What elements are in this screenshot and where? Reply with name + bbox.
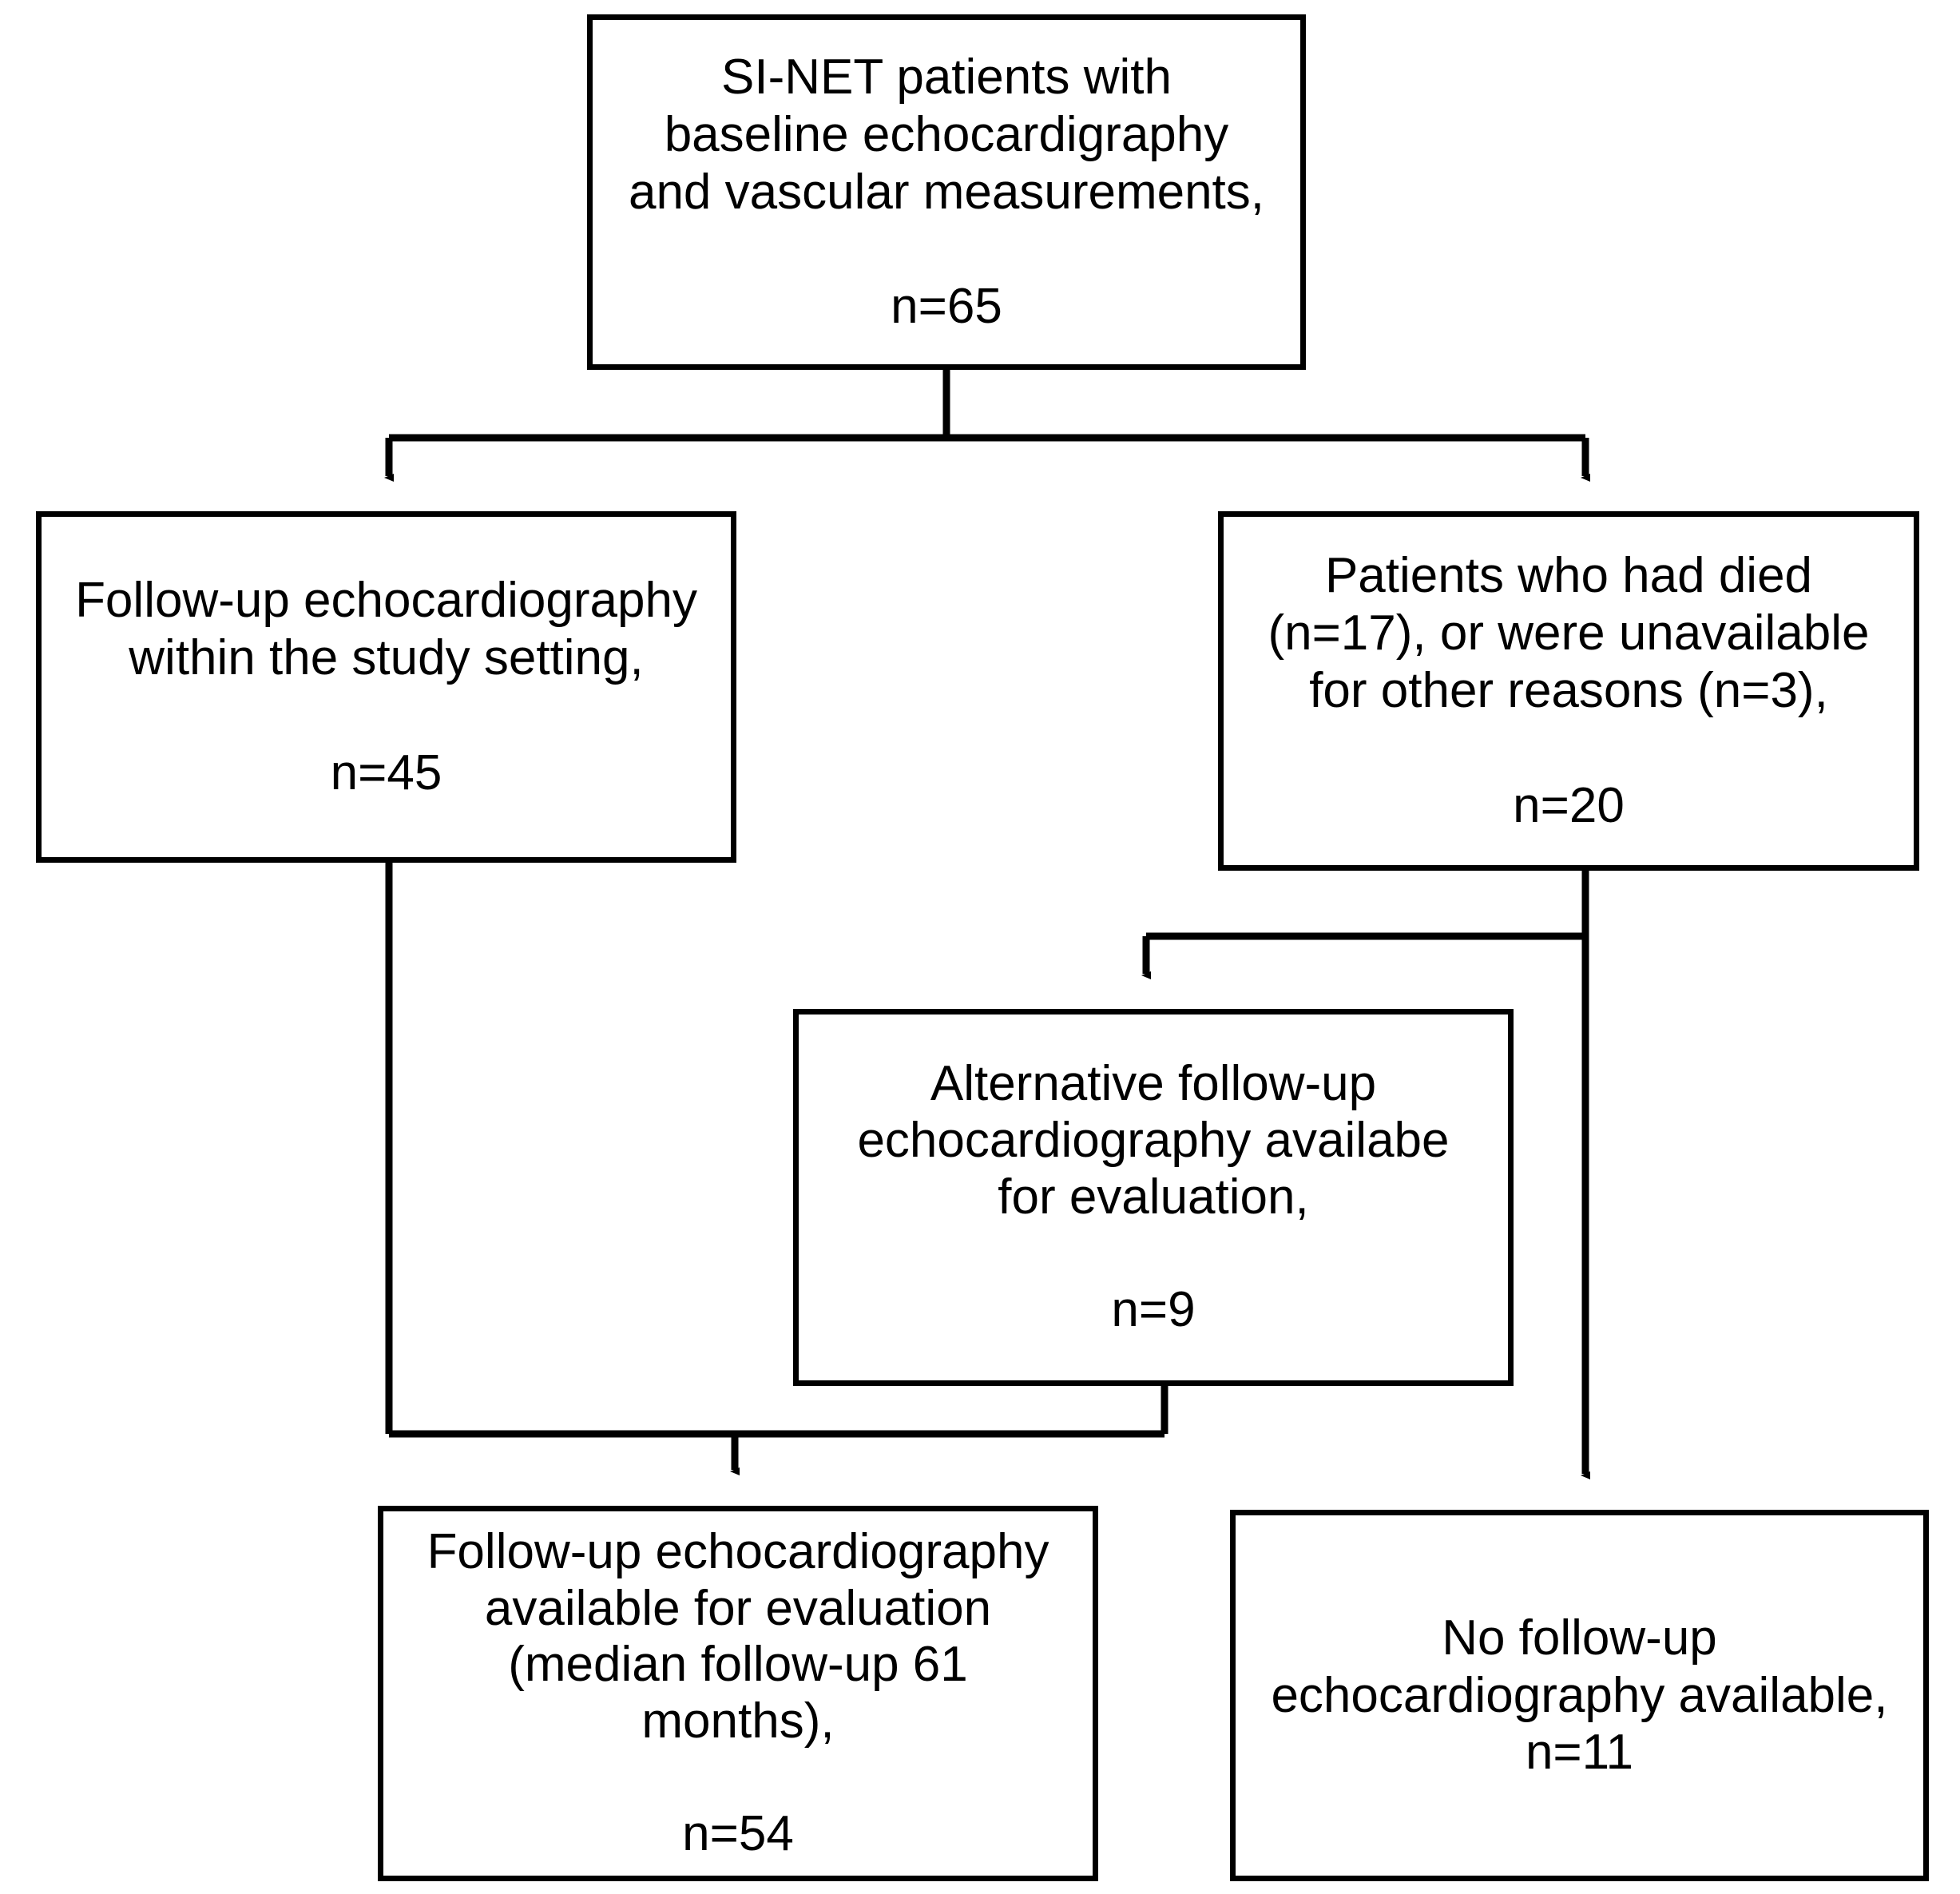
node-followup-study-label: Follow-up echocardiography within the st… — [75, 573, 697, 800]
node-no-followup: No follow-up echocardiography available,… — [1230, 1510, 1929, 1881]
node-available-evaluation-label: Follow-up echocardiography available for… — [427, 1523, 1049, 1862]
node-followup-study: Follow-up echocardiography within the st… — [36, 511, 736, 863]
node-available-evaluation: Follow-up echocardiography available for… — [378, 1506, 1098, 1881]
node-died-unavailable-label: Patients who had died (n=17), or were un… — [1268, 548, 1870, 833]
node-no-followup-label: No follow-up echocardiography available,… — [1271, 1610, 1888, 1781]
node-enrolled-label: SI-NET patients with baseline echocardig… — [628, 49, 1265, 335]
node-enrolled: SI-NET patients with baseline echocardig… — [587, 14, 1306, 370]
node-died-unavailable: Patients who had died (n=17), or were un… — [1218, 511, 1919, 871]
node-alternative-followup-label: Alternative follow-up echocardiography a… — [857, 1056, 1450, 1337]
node-alternative-followup: Alternative follow-up echocardiography a… — [793, 1009, 1514, 1386]
